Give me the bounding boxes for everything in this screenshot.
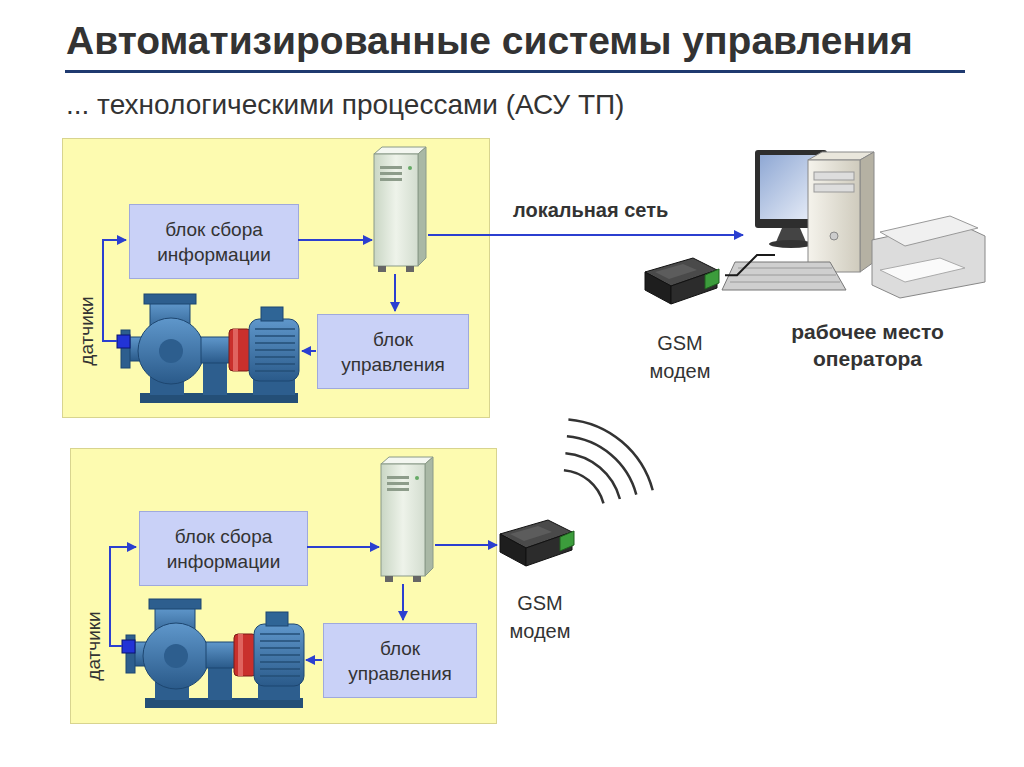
sensor-label: датчики [84, 611, 103, 680]
system-panel: датчики блок сбора информации блок управле… [62, 138, 490, 418]
printer-symbol [872, 216, 985, 298]
computer-symbol [760, 155, 822, 219]
modem-symbol [645, 258, 719, 304]
workstation-node: рабочее место оператора [775, 145, 960, 372]
computer-symbol [722, 150, 874, 290]
box-text: блок управления [336, 327, 450, 377]
computer-symbol [769, 240, 813, 248]
cable-connector [725, 255, 775, 275]
process-box: блок управления [323, 623, 477, 698]
computer-symbol [808, 160, 860, 272]
radio-waves [565, 453, 620, 499]
box-text: блок сбора информации [148, 217, 280, 267]
device-caption: рабочее место оператора [775, 318, 960, 372]
radio-waves [568, 419, 652, 490]
printer-symbol [880, 258, 965, 282]
diagram-title: Автоматизированные системы управления [66, 19, 913, 64]
process-box: блок сбора информации [129, 204, 299, 279]
modem-node: GSM модем [490, 518, 590, 645]
computer-symbol [722, 262, 846, 290]
system-panel: датчики блок сбора информации блок управле… [70, 448, 497, 724]
computer-symbol [776, 228, 806, 242]
device-caption: GSM модем [500, 589, 580, 645]
network-label: локальная сеть [513, 199, 668, 222]
subtitle-text: ... технологическими процессами (АСУ ТП) [66, 89, 624, 121]
process-box: блок управления [317, 314, 469, 389]
computer-symbol [814, 172, 854, 180]
computer-symbol [730, 268, 840, 282]
radio-waves [564, 470, 604, 503]
box-text: блок сбора информации [158, 524, 289, 574]
computer-symbol [814, 184, 854, 192]
modem-symbol [500, 520, 574, 566]
sensor-label: датчики [77, 296, 96, 365]
computer-symbol [860, 152, 874, 272]
radio-waves [567, 436, 636, 494]
computer-symbol [830, 232, 838, 240]
radio-waves [564, 419, 653, 503]
device-caption: GSM модем [640, 329, 720, 385]
computer-symbol [808, 152, 874, 160]
computer-symbol [755, 150, 827, 228]
process-box: блок сбора информации [139, 511, 308, 586]
box-text: блок управления [342, 636, 458, 686]
modem-node: GSM модем [635, 258, 725, 385]
printer-symbol [872, 222, 985, 298]
printer-symbol [880, 216, 978, 246]
title-rule [65, 70, 965, 73]
